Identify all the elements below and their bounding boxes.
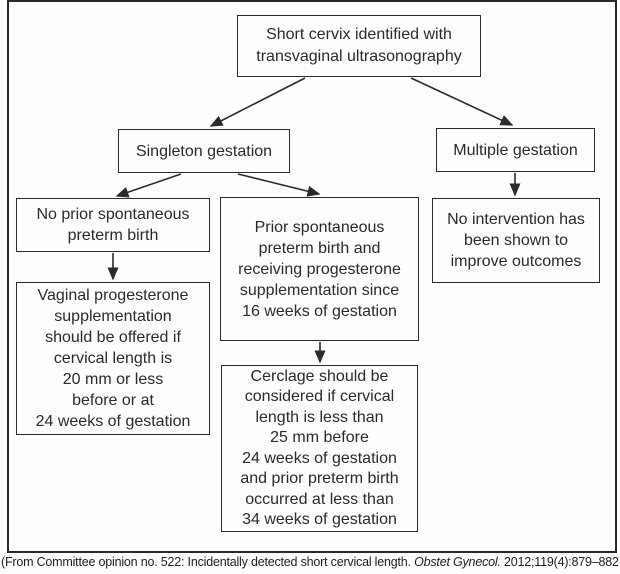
node-prior-preterm-birth: Prior spontaneous preterm birth and rece… xyxy=(220,197,419,341)
citation-prefix: (From Committee opinion no. 522: Inciden… xyxy=(1,555,415,569)
node-short-cervix-identified: Short cervix identified with transvagina… xyxy=(237,15,481,77)
arrow-singleton-to-prior xyxy=(237,173,321,197)
node-no-prior-preterm-birth: No prior spontaneous preterm birth xyxy=(16,198,210,252)
arrow-root-to-multiple xyxy=(410,77,514,126)
node-singleton-gestation: Singleton gestation xyxy=(118,129,290,173)
node-prior-label: Prior spontaneous preterm birth and rece… xyxy=(238,218,401,320)
citation-suffix: 2012;119(4):879–882.) xyxy=(500,555,620,569)
node-multiple-gestation: Multiple gestation xyxy=(436,128,595,172)
node-short-cervix-label: Short cervix identified with transvagina… xyxy=(256,26,462,65)
node-no-intervention: No intervention has been shown to improv… xyxy=(432,198,600,283)
node-vaginal-progesterone: Vaginal progesterone supplementation sho… xyxy=(16,282,210,435)
arrow-root-to-singleton xyxy=(209,77,306,127)
node-no-prior-label: No prior spontaneous preterm birth xyxy=(36,206,190,244)
node-cerclage: Cerclage should be considered if cervica… xyxy=(221,365,418,532)
node-cerclage-label: Cerclage should be considered if cervica… xyxy=(240,367,399,529)
source-citation: (From Committee opinion no. 522: Inciden… xyxy=(1,555,620,569)
citation-journal-name: Obstet Gynecol. xyxy=(414,555,501,569)
node-no-intervention-label: No intervention has been shown to improv… xyxy=(447,211,585,270)
arrow-singleton-to-no-prior xyxy=(115,173,182,198)
node-singleton-label: Singleton gestation xyxy=(135,142,273,160)
node-vaginal-label: Vaginal progesterone supplementation sho… xyxy=(35,287,191,430)
node-multiple-label: Multiple gestation xyxy=(453,141,578,159)
